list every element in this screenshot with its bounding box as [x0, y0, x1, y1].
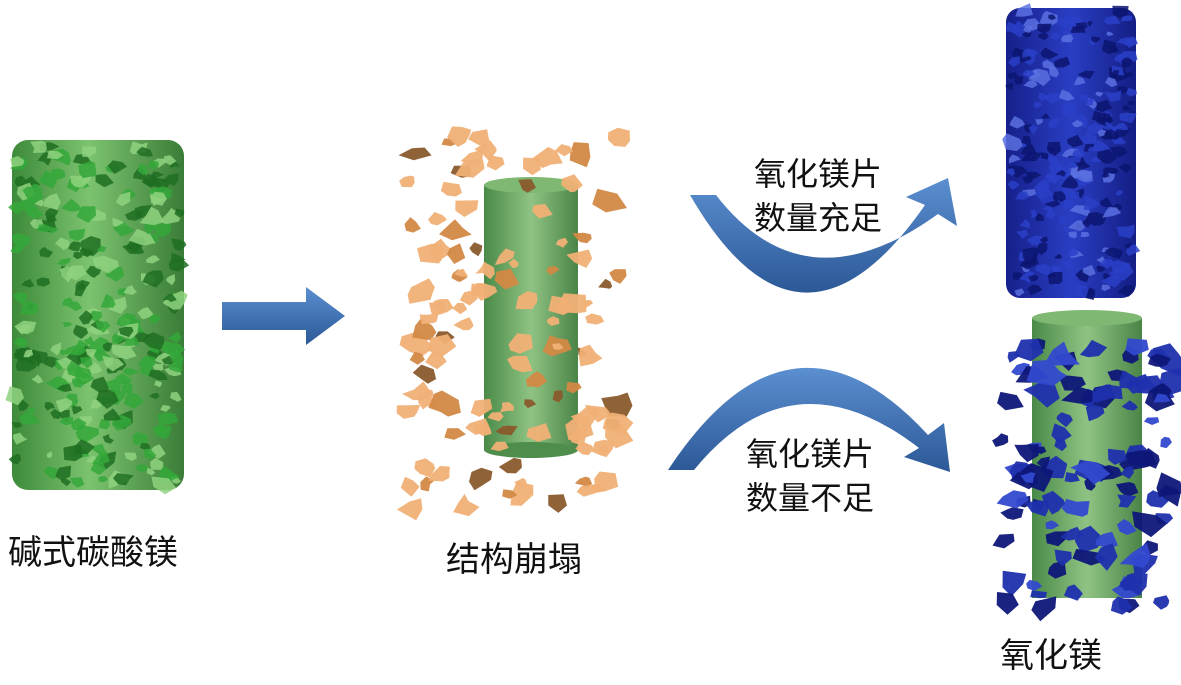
mgo-full-cylinder [1002, 3, 1141, 300]
label-insufficient-flakes: 氧化镁片 数量不足 [720, 432, 900, 520]
insufficient-line2: 数量不足 [745, 479, 874, 517]
sufficient-line1: 氧化镁片 [753, 155, 882, 193]
orange-flakes [396, 126, 634, 521]
label-basic-carbonate: 碱式碳酸镁 [8, 533, 178, 573]
label-sufficient-flakes: 氧化镁片 数量充足 [728, 152, 908, 240]
curved-down-arrow-icon [668, 367, 950, 472]
collapsed-structure [396, 126, 634, 521]
label-structure-collapse: 结构崩塌 [446, 540, 582, 580]
sufficient-line2: 数量充足 [753, 199, 882, 237]
mgo-partial-cylinder [992, 310, 1181, 622]
straight-right-arrow-icon [222, 287, 345, 345]
basic-carbonate-cylinder [5, 140, 190, 495]
insufficient-line1: 氧化镁片 [745, 435, 874, 473]
curved-up-arrow-icon [690, 178, 957, 293]
label-mgo: 氧化镁 [1000, 636, 1102, 676]
